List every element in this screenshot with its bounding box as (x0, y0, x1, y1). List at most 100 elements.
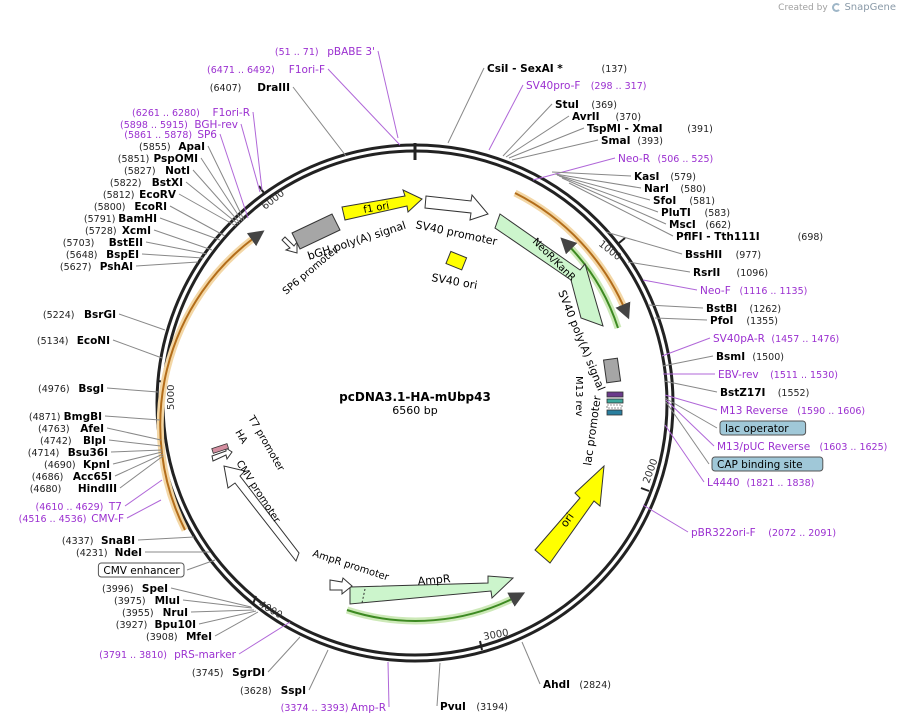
site-neo-r[interactable]: Neo-R(506 .. 525) (532, 153, 713, 181)
feature-bgh-polya[interactable] (291, 213, 341, 250)
site-neo-f[interactable]: Neo-F(1116 .. 1135) (642, 279, 807, 297)
site-hindiii[interactable]: HindIII(4680) (30, 455, 164, 495)
site-t7[interactable]: T7(4610 .. 4629) (36, 479, 163, 513)
site-m13-puc-reverse[interactable]: M13/pUC Reverse(1603 .. 1625) (665, 399, 887, 453)
tick-mark-4000 (252, 595, 257, 605)
site-ebv-rev[interactable]: EBV-rev(1511 .. 1530) (663, 369, 838, 381)
site-pshai[interactable]: PshAI(5627) (60, 261, 199, 273)
site-blpi[interactable]: BlpI(4742) (40, 435, 162, 447)
site-kpni[interactable]: KpnI(4690) (44, 451, 163, 471)
feature-sv40-ori[interactable] (445, 250, 468, 271)
site-pluti[interactable]: PluTI(583) (558, 175, 730, 219)
site-bsrgi[interactable]: BsrGI(5224) (43, 309, 166, 331)
site-bsteii[interactable]: BstEII(5703) (63, 237, 208, 255)
site-sv40pa-r[interactable]: SV40pA-R(1457 .. 1476) (661, 333, 839, 357)
site-bgh-rev[interactable]: BGH-rev(5898 .. 5915) (120, 119, 261, 193)
site-ahdi[interactable]: AhdI(2824) (521, 641, 611, 691)
site-stui[interactable]: StuI(369) (502, 99, 617, 157)
site-apai[interactable]: ApaI(5855) (139, 141, 245, 221)
site-bstz17i[interactable]: BstZ17I(1552) (663, 380, 809, 399)
site-f1ori-r[interactable]: F1ori-R(6261 .. 6280) (132, 107, 263, 191)
site-l4440[interactable]: L4440(1821 .. 1838) (664, 424, 814, 489)
site-name: BstBI (706, 303, 737, 315)
site-name: F1ori-R (213, 107, 250, 119)
site-xcmi[interactable]: XcmI(5728) (85, 225, 213, 251)
site-csii-sexai[interactable]: CsiI - SexAI *(137) (447, 63, 627, 144)
feature-ori[interactable] (534, 464, 605, 564)
site-avrii[interactable]: AvrII(370) (505, 111, 641, 158)
site-spei[interactable]: SpeI(3996) (102, 583, 252, 608)
site-tspmi-xmai[interactable]: TspMI - XmaI(391) (508, 123, 713, 159)
site-prs-marker[interactable]: pRS-marker(3791 .. 3810) (99, 621, 291, 661)
site-f1ori-f[interactable]: F1ori-F(6471 .. 6492) (207, 64, 401, 146)
site-acc65i[interactable]: Acc65I(4686) (32, 453, 164, 483)
site-nrui[interactable]: NruI(3955) (122, 607, 255, 619)
site-draiii[interactable]: DraIII(6407) (210, 82, 347, 157)
site-position: (580) (680, 184, 706, 195)
site-sp6[interactable]: SP6(5861 .. 5878) (124, 129, 249, 219)
feature-m13-rev[interactable] (606, 391, 624, 398)
site-sgrdi[interactable]: SgrDI(3745) (192, 636, 301, 679)
site-mfei[interactable]: MfeI(3908) (146, 611, 259, 643)
feature-f1-ori[interactable] (341, 189, 423, 221)
site-noti[interactable]: NotI(5827) (124, 165, 241, 224)
feature-neor-kanr[interactable] (494, 213, 604, 327)
site-ecorv[interactable]: EcoRV(5812) (103, 189, 237, 227)
site-nari[interactable]: NarI(580) (554, 173, 706, 195)
site-lac-operator[interactable]: lac operator (664, 397, 807, 436)
site-leader-line (664, 424, 705, 483)
site-bamhi[interactable]: BamHI(5791) (84, 213, 221, 241)
site-pvui[interactable]: PvuI(3194) (436, 662, 508, 713)
feature-cap-site[interactable] (606, 409, 623, 416)
feature-sp6-promoter[interactable] (281, 236, 298, 254)
site-mlui[interactable]: MluI(3975) (114, 595, 253, 609)
feature-ha-tag[interactable] (211, 443, 230, 454)
site-cmv-enhancer[interactable]: CMV enhancer (97, 559, 216, 578)
site-name: MscI (669, 219, 696, 231)
site-bsmi[interactable]: BsmI(1500) (662, 351, 784, 367)
feature-sv40-promoter[interactable] (424, 193, 489, 221)
site-name: MluI (155, 595, 180, 607)
site-name: HindIII (78, 483, 117, 495)
site-cmv-f[interactable]: CMV-F(4516 .. 4536) (19, 499, 162, 525)
site-bsshii[interactable]: BssHII(977) (605, 231, 761, 261)
site-snabi[interactable]: SnaBI(4337) (62, 535, 195, 547)
site-bsu36i[interactable]: Bsu36I(4714) (28, 447, 163, 459)
site-kasi[interactable]: KasI(579) (551, 171, 696, 183)
site-bmgbi[interactable]: BmgBI(4871) (29, 411, 161, 423)
feature-lac-promoter-small[interactable] (606, 404, 623, 409)
site-pbr322ori-f[interactable]: pBR322ori-F(2072 .. 2091) (642, 504, 836, 539)
site-smai[interactable]: SmaI(393) (511, 135, 663, 161)
site-name: Bpu10I (154, 619, 196, 631)
site-m13-reverse[interactable]: M13 Reverse(1590 .. 1606) (664, 394, 865, 417)
site-ecori[interactable]: EcoRI(5800) (94, 201, 226, 237)
site-bpu10i[interactable]: Bpu10I(3927) (116, 610, 257, 631)
site-sv40pro-f[interactable]: SV40pro-F(298 .. 317) (488, 80, 646, 151)
site-sspi[interactable]: SspI(3628) (240, 649, 329, 697)
site-cap-binding-site[interactable]: CAP binding site (665, 401, 824, 472)
site-msci[interactable]: MscI(662) (561, 177, 731, 231)
site-econi[interactable]: EcoNI(5134) (37, 335, 163, 359)
feature-ampr[interactable] (349, 575, 515, 605)
feature-ampr-promoter[interactable] (329, 577, 353, 596)
site-amp-r[interactable]: Amp-R(3374 .. 3393) (281, 661, 390, 714)
site-pbabe-3[interactable]: pBABE 3'(51 .. 71) (275, 46, 399, 139)
feature-sv40-polya[interactable] (602, 357, 622, 384)
site-pfoi[interactable]: PfoI(1355) (654, 315, 778, 327)
site-rsrii[interactable]: RsrII(1096) (627, 261, 768, 279)
feature-t7-promoter[interactable] (211, 447, 233, 462)
site-bstbi[interactable]: BstBI(1262) (647, 303, 781, 315)
feature-lac-operator[interactable] (606, 398, 624, 404)
site-bstxi[interactable]: BstXI(5822) (110, 177, 239, 225)
site-ndei[interactable]: NdeI(4231) (76, 547, 210, 559)
site-pspomi[interactable]: PspOMI(5851) (118, 153, 243, 222)
site-leader-line (110, 449, 163, 453)
site-sfoi[interactable]: SfoI(581) (556, 174, 715, 207)
site-afei[interactable]: AfeI(4763) (38, 423, 162, 441)
feature-cmv-promoter[interactable] (223, 465, 300, 563)
feature-label-ampr-promoter: AmpR promoter (311, 548, 391, 583)
site-pflfi-tth111i[interactable]: PflFI - Tth111I(698) (568, 182, 823, 243)
site-bspei[interactable]: BspEI(5648) (66, 249, 204, 261)
site-position: (3955) (122, 608, 154, 619)
site-bsgi[interactable]: BsgI(4976) (38, 383, 159, 395)
